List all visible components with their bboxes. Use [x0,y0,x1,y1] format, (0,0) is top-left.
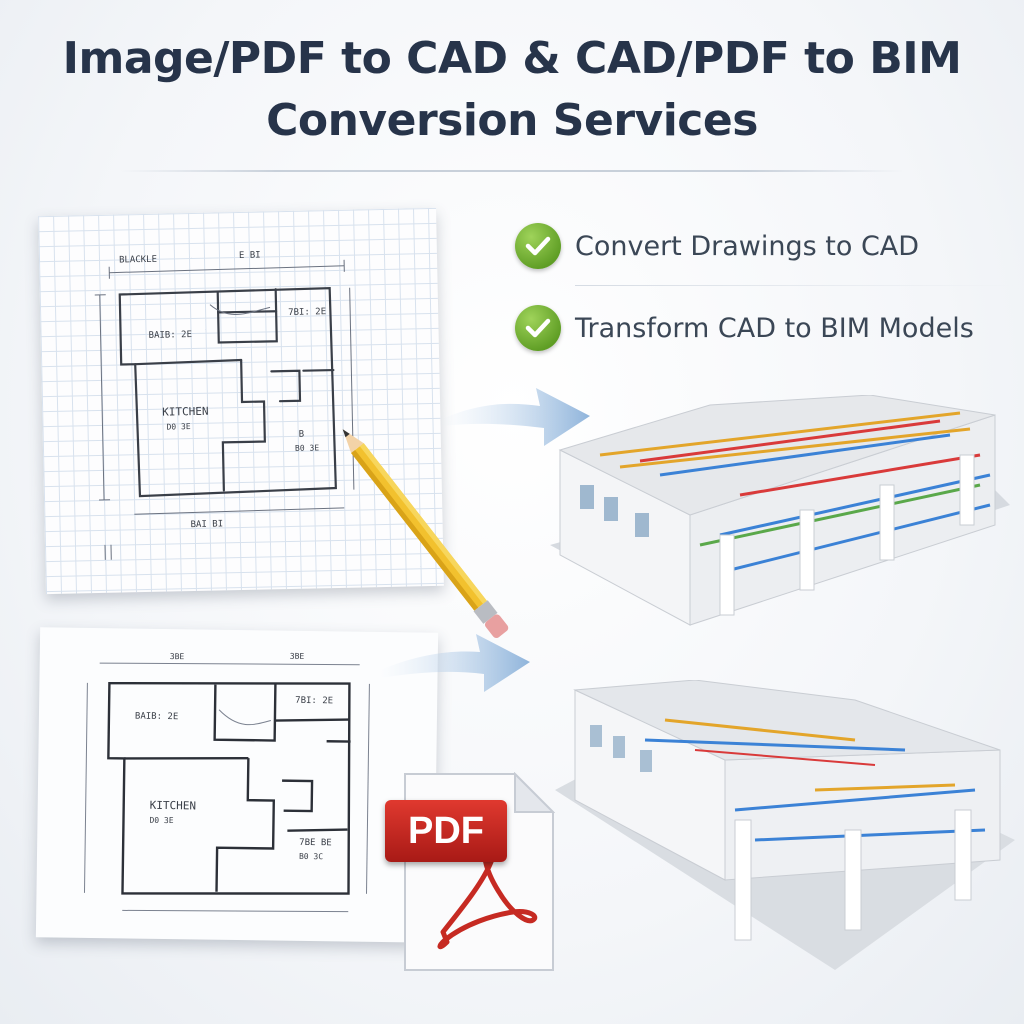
cad-floor-plan: BAIB: 2E 7BI: 2E KITCHEN D0 3E 7BE BE B0… [35,627,439,943]
title-line-2: Conversion Services [266,95,758,146]
bim-model-building-lower [555,680,1015,970]
svg-text:D0 3E: D0 3E [149,816,173,825]
svg-text:3BE: 3BE [290,652,305,661]
svg-text:BAIB: 2E: BAIB: 2E [135,712,178,723]
page-title: Image/PDF to CAD & CAD/PDF to BIM Conver… [0,28,1024,152]
feature-item-convert: Convert Drawings to CAD [515,223,919,269]
arrow-right-icon [380,634,530,692]
svg-text:7BI: 2E: 7BI: 2E [288,307,326,318]
title-line-1: Image/PDF to CAD & CAD/PDF to BIM [62,33,962,84]
feature-label: Transform CAD to BIM Models [575,312,974,344]
title-divider [120,170,904,172]
room-label: KITCHEN [162,405,209,419]
feature-item-transform: Transform CAD to BIM Models [515,305,974,351]
svg-text:B0 3E: B0 3E [295,443,319,453]
svg-text:7BI: 2E: 7BI: 2E [295,696,333,707]
svg-text:3BE: 3BE [170,652,185,661]
svg-text:D0 3E: D0 3E [166,422,190,432]
feature-label: Convert Drawings to CAD [575,230,920,262]
svg-text:BAIB: 2E: BAIB: 2E [149,330,193,341]
svg-text:E BI: E BI [239,251,261,261]
arrow-right-icon [440,388,590,446]
svg-text:BLACKLE: BLACKLE [119,255,157,266]
pdf-document: PDF [385,772,555,972]
pdf-badge: PDF [385,800,507,862]
feature-divider [575,285,1015,286]
check-circle-icon [515,305,561,351]
hand-sketch-floor-plan: BLACKLE E BI BAIB: 2E 7BI: 2E KITCHEN D0… [38,207,444,595]
svg-text:B: B [299,430,305,440]
svg-text:7BE BE: 7BE BE [299,838,332,848]
pencil-icon [342,429,509,639]
bim-model-building-upper [550,395,1010,626]
check-circle-icon [515,223,561,269]
svg-text:BAI BI: BAI BI [190,519,223,530]
svg-text:B0 3C: B0 3C [299,852,323,861]
room-label: KITCHEN [150,799,197,813]
